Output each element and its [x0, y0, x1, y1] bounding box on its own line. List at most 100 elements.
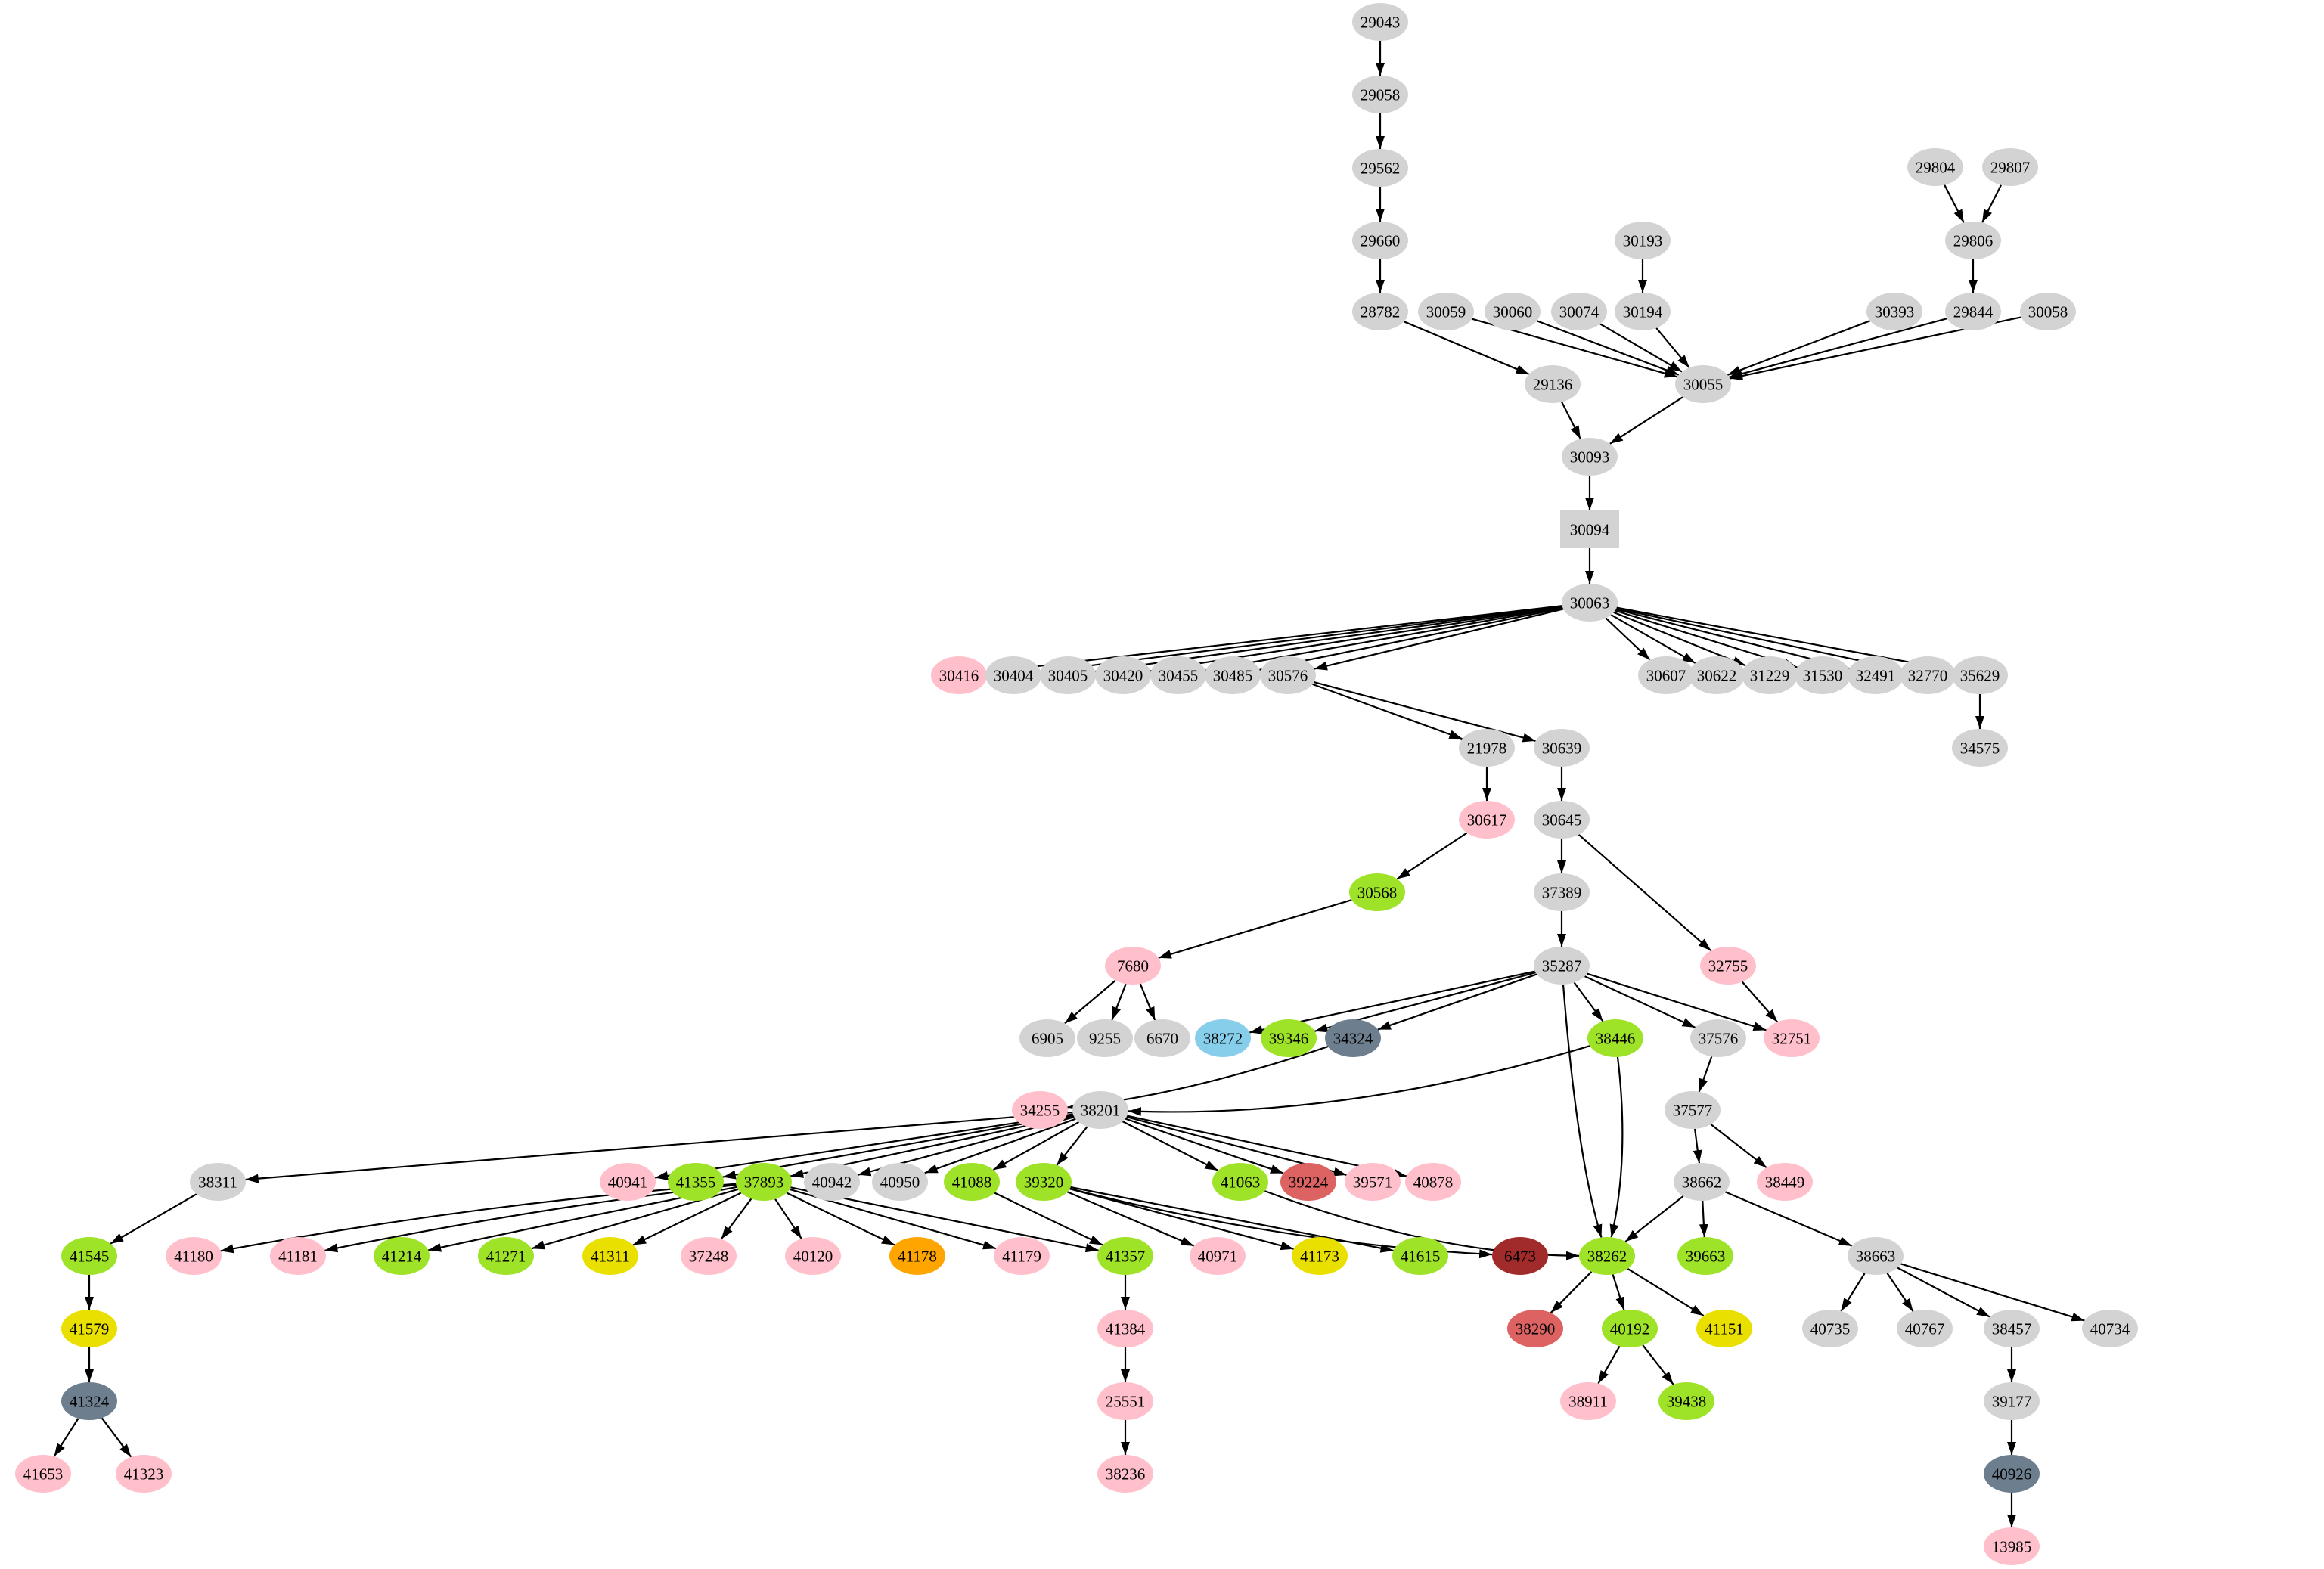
- node-ellipse-39224: [1280, 1163, 1336, 1201]
- node-34575: 34575: [1952, 729, 2008, 767]
- node-ellipse-41357: [1097, 1237, 1153, 1275]
- node-7680: 7680: [1105, 947, 1161, 985]
- node-38663: 38663: [1848, 1237, 1904, 1275]
- node-ellipse-30622: [1689, 656, 1745, 694]
- edge-37893-41311: [632, 1192, 742, 1246]
- node-41271: 41271: [478, 1237, 534, 1275]
- node-40192: 40192: [1602, 1310, 1658, 1347]
- node-40734: 40734: [2082, 1310, 2138, 1347]
- node-39224: 39224: [1280, 1163, 1336, 1201]
- node-29807: 29807: [1982, 148, 2038, 186]
- edge-37893-41178: [786, 1192, 895, 1246]
- node-40941: 40941: [600, 1163, 656, 1201]
- edge-30645-32755: [1578, 833, 1712, 952]
- node-41151: 41151: [1696, 1310, 1752, 1347]
- node-37248: 37248: [681, 1237, 737, 1275]
- node-28782: 28782: [1352, 293, 1408, 330]
- node-30639: 30639: [1534, 729, 1590, 767]
- node-6473: 6473: [1492, 1237, 1548, 1275]
- edge-37576-37577: [1698, 1056, 1713, 1093]
- node-ellipse-30063: [1562, 584, 1618, 622]
- edge-38262-38290: [1550, 1271, 1593, 1313]
- node-40971: 40971: [1190, 1237, 1246, 1275]
- node-ellipse-38446: [1587, 1019, 1643, 1057]
- node-ellipse-39320: [1016, 1163, 1072, 1201]
- node-ellipse-39438: [1658, 1382, 1714, 1420]
- node-ellipse-41179: [994, 1237, 1050, 1275]
- node-40767: 40767: [1897, 1310, 1953, 1347]
- node-41323: 41323: [116, 1455, 172, 1493]
- node-39438: 39438: [1658, 1382, 1714, 1420]
- node-34324: 34324: [1325, 1019, 1381, 1057]
- edge-28782-29136: [1403, 321, 1530, 375]
- node-38201: 38201: [1072, 1091, 1128, 1129]
- node-ellipse-34255: [1012, 1091, 1068, 1129]
- node-6905: 6905: [1019, 1019, 1075, 1057]
- node-41063: 41063: [1212, 1163, 1268, 1201]
- node-30568: 30568: [1349, 873, 1405, 911]
- node-9255: 9255: [1077, 1019, 1133, 1057]
- node-ellipse-25551: [1097, 1382, 1153, 1420]
- node-ellipse-28782: [1352, 293, 1408, 330]
- node-40942: 40942: [804, 1163, 860, 1201]
- node-6670: 6670: [1134, 1019, 1190, 1057]
- edge-30055-30093: [1609, 396, 1683, 445]
- node-37389: 37389: [1534, 873, 1590, 911]
- node-ellipse-30193: [1615, 222, 1671, 259]
- node-29043: 29043: [1352, 3, 1408, 41]
- node-30404: 30404: [985, 656, 1041, 694]
- node-38262: 38262: [1579, 1237, 1635, 1275]
- node-ellipse-41180: [166, 1237, 222, 1275]
- node-30093: 30093: [1562, 438, 1618, 476]
- node-41181: 41181: [270, 1237, 326, 1275]
- node-ellipse-30485: [1205, 656, 1261, 694]
- edge-38201-41088: [992, 1121, 1080, 1171]
- node-ellipse-40192: [1602, 1310, 1658, 1347]
- node-30193: 30193: [1615, 222, 1671, 259]
- node-ellipse-32755: [1700, 947, 1756, 985]
- node-32770: 32770: [1900, 656, 1956, 694]
- node-ellipse-41181: [270, 1237, 326, 1275]
- edge-37893-40120: [774, 1198, 802, 1239]
- edge-38201-39320: [1056, 1126, 1088, 1166]
- node-ellipse-41653: [15, 1455, 71, 1493]
- node-ellipse-40734: [2082, 1310, 2138, 1347]
- node-29058: 29058: [1352, 76, 1408, 113]
- node-ellipse-30617: [1459, 801, 1515, 839]
- node-ellipse-40971: [1190, 1237, 1246, 1275]
- node-ellipse-40767: [1897, 1310, 1953, 1347]
- node-ellipse-9255: [1077, 1019, 1133, 1057]
- edge-30063-30622: [1610, 614, 1696, 664]
- edge-30074-30055: [1599, 323, 1683, 373]
- node-ellipse-41384: [1097, 1310, 1153, 1347]
- node-30622: 30622: [1689, 656, 1745, 694]
- node-ellipse-30416: [931, 656, 987, 694]
- node-ellipse-39346: [1261, 1019, 1317, 1057]
- edge-38662-38663: [1724, 1191, 1853, 1247]
- node-29136: 29136: [1525, 365, 1581, 403]
- node-30059: 30059: [1418, 293, 1474, 330]
- edge-38662-38262: [1624, 1195, 1684, 1242]
- node-ellipse-21978: [1459, 729, 1515, 767]
- node-41088: 41088: [944, 1163, 1000, 1201]
- edge-30617-30568: [1396, 832, 1468, 880]
- node-ellipse-39177: [1984, 1382, 2040, 1420]
- edge-37577-38449: [1710, 1124, 1767, 1168]
- node-38449: 38449: [1757, 1163, 1813, 1201]
- node-ellipse-38201: [1072, 1091, 1128, 1129]
- node-ellipse-29660: [1352, 222, 1408, 259]
- edge-30060-30055: [1536, 320, 1680, 376]
- node-ellipse-30058: [2020, 293, 2076, 330]
- node-ellipse-30420: [1095, 656, 1151, 694]
- edge-38201-38311: [245, 1111, 1073, 1183]
- node-ellipse-30455: [1150, 656, 1206, 694]
- node-37577: 37577: [1665, 1091, 1721, 1129]
- edge-41088-41357: [994, 1192, 1103, 1246]
- node-30455: 30455: [1150, 656, 1206, 694]
- edge-29804-29806: [1944, 184, 1965, 223]
- edge-29807-29806: [1981, 184, 2002, 223]
- node-ellipse-41311: [582, 1237, 638, 1275]
- node-ellipse-38449: [1757, 1163, 1813, 1201]
- node-ellipse-30074: [1551, 293, 1607, 330]
